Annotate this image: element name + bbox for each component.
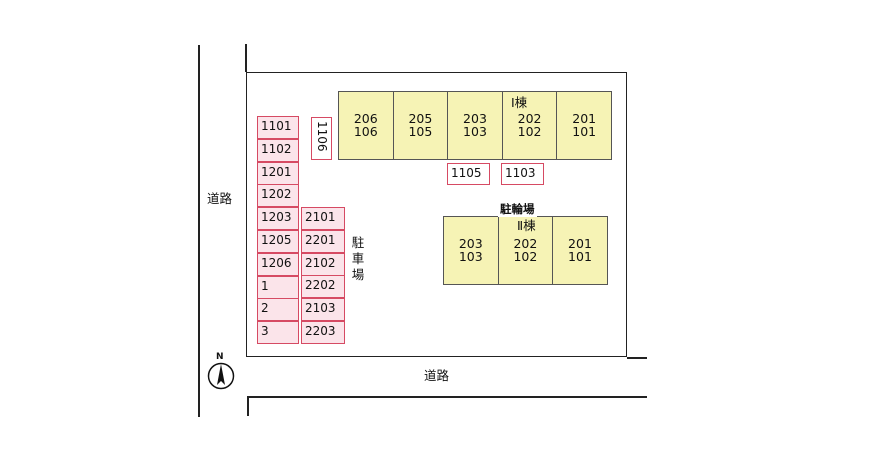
building-2-unit-lower-number: 102 [513,249,538,264]
parking-space: 1103 [501,163,544,185]
building-2-unit-lower-number: 103 [458,249,483,264]
road-line-bottom-outer [247,396,647,398]
building-2-name: Ⅱ棟 [517,218,536,233]
north-compass-icon: N [206,352,238,392]
building-1-unit-lower-number: 105 [408,124,433,139]
building-1-unit-lower-number: 103 [463,124,487,139]
bicycle-parking-label: 駐輪場 [498,201,537,217]
parking-area-label: 駐車場 [351,235,365,282]
parking-space: 2103 [301,298,345,322]
building-2-unit-upper-number: 201 [568,236,592,251]
parking-space: 2202 [301,275,345,299]
building-1-unit-upper-number: 202 [517,111,542,126]
building-2-unit-upper-number: 202 [513,236,538,251]
parking-space: 1101 [257,116,299,139]
parking-space: 1 [257,275,299,299]
parking-space: 1102 [257,138,299,162]
building-1-unit-lower-number: 101 [572,124,597,139]
parking-space: 1205 [257,230,299,253]
building-1-name: Ⅰ棟 [511,95,528,110]
parking-space: 2101 [301,207,345,230]
parking-space: 2 [257,298,299,322]
road-line-bottom-outer-stub [247,396,249,416]
parking-space-label: 1106 [315,121,329,152]
parking-space: 1201 [257,161,299,185]
building-1-unit-upper-number: 205 [408,111,433,126]
parking-space: 1203 [257,207,299,231]
building-1-unit-lower-number: 106 [353,124,378,139]
road-line-left-outer [198,45,200,417]
building-2-unit-upper-number: 203 [458,236,483,251]
road-line-bottom-right [627,357,647,359]
parking-space: 2203 [301,321,345,344]
building-1-unit-upper-number: 206 [353,111,378,126]
road-label-bottom: 道路 [424,368,450,383]
road-line-left-inner [245,44,247,72]
road-label-left: 道路 [207,191,233,206]
compass-letter: N [216,352,224,362]
parking-space-vertical: 1106 [311,117,332,160]
parking-space: 3 [257,321,299,345]
parking-space: 2102 [301,252,345,276]
building-1-unit-lower-number: 102 [517,124,542,139]
parking-space: 1105 [447,163,490,185]
building-1-unit-upper-number: 203 [463,111,487,126]
parking-space: 1202 [257,184,299,208]
building-1-unit-upper-number: 201 [572,111,597,126]
building-2-unit-lower-number: 101 [568,249,592,264]
parking-space: 1206 [257,252,299,276]
parking-space: 2201 [301,229,345,253]
